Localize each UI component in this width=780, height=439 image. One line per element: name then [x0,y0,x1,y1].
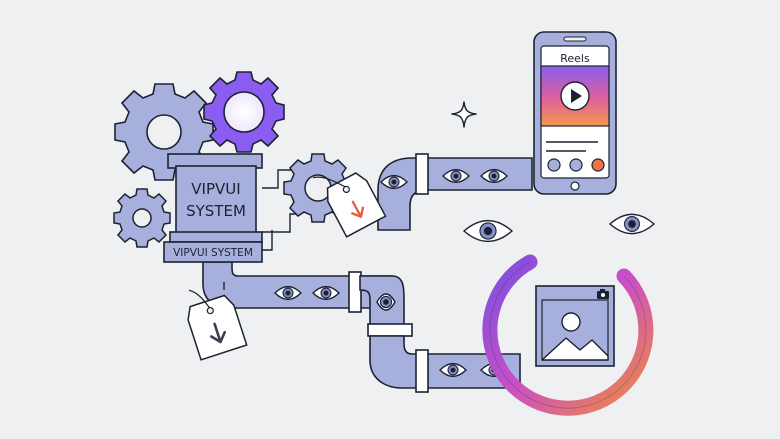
pipe-coupler [348,271,362,313]
machine-title-line1: VIPVUI [191,180,240,198]
down-arrow-icon [210,322,226,344]
phone-control-dot[interactable] [569,158,583,172]
eye-icon [439,362,467,378]
pipe-coupler [367,323,413,337]
eye-icon [312,285,340,301]
price-tag-icon [187,289,248,361]
gear-icon [113,188,171,248]
image-icon[interactable] [535,285,615,367]
price-tag-icon [312,172,387,238]
pipe-coupler [415,153,429,195]
eye-icon [274,285,302,301]
vipvui-machine: VIPVUI SYSTEM VIPVUI SYSTEM [163,153,263,263]
phone-home-button[interactable] [570,181,580,191]
pipe-coupler [415,349,429,393]
eye-icon [442,168,470,184]
eye-icon [376,293,396,311]
camera-icon [597,289,609,299]
play-icon[interactable] [560,81,590,111]
eye-icon [462,219,514,243]
sparkle-icon [451,101,477,128]
eye-icon [380,174,408,190]
eye-icon [608,213,656,235]
phone-app-title: Reels [560,52,590,65]
gear-icon [203,71,285,153]
pipe-lower-segment-2 [369,335,521,389]
phone-device: Reels [533,31,617,195]
phone-control-dot[interactable] [547,158,561,172]
eye-set [274,168,656,378]
down-arrow-icon [351,200,365,218]
machine-plate-label: VIPVUI SYSTEM [173,247,253,259]
image-ring [482,254,654,416]
pipe-upper-segment [377,157,533,231]
machine-title-line2: SYSTEM [186,202,246,220]
eye-icon [480,168,508,184]
phone-record-dot[interactable] [591,158,605,172]
